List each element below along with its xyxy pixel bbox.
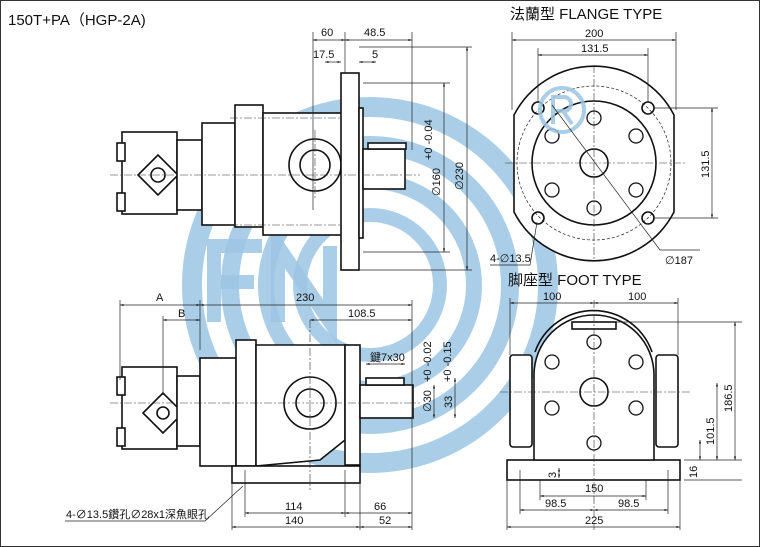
dimension-label: 200 xyxy=(585,28,603,40)
watermark-letter-n xyxy=(271,223,337,345)
foot-type-heading: 脚座型 FOOT TYPE xyxy=(508,272,642,289)
dimension-label: 98.5 xyxy=(618,498,639,510)
flange-dimensions: 200 131.5 131.5 4-∅13.5 ∅187 xyxy=(490,28,718,267)
foot-dimensions: 100 100 186.5 101.5 16 3 150 98.5 98.5 2… xyxy=(506,291,742,530)
dimension-label: 3 xyxy=(547,472,559,478)
dimension-label: 98.5 xyxy=(545,498,566,510)
dimension-label: 52 xyxy=(379,515,391,527)
dimension-label: 186.5 xyxy=(723,384,735,412)
dimension-label: 5 xyxy=(372,49,378,61)
dimension-label: 100 xyxy=(628,291,646,303)
dimension-label: ∅160 xyxy=(431,168,443,196)
dimension-label: ∅230 xyxy=(454,162,466,190)
dimension-label: 48.5 xyxy=(364,27,385,39)
dimension-label: ∅187 xyxy=(665,255,693,267)
dimension-label: 131.5 xyxy=(700,150,712,178)
dimension-label: 108.5 xyxy=(348,308,376,320)
dimension-label: 101.5 xyxy=(705,417,717,445)
side-view-flange xyxy=(110,72,420,271)
dimension-label: 16 xyxy=(688,466,700,478)
dimension-label: 225 xyxy=(585,515,603,527)
side-foot-dimensions: A 230 B 108.5 鍵7x30 ∅30 +0 -0.02 33 +0 -… xyxy=(65,292,457,530)
dimension-label: +0 -0.04 xyxy=(423,119,435,160)
side-view-foot xyxy=(110,320,420,490)
dimension-label: 17.5 xyxy=(313,49,334,61)
dimension-label: 100 xyxy=(543,291,561,303)
dimension-label: +0 -0.02 xyxy=(422,341,434,382)
dimension-label: ∅30 xyxy=(422,390,434,412)
dimension-label: B xyxy=(178,308,185,320)
dimension-label: 131.5 xyxy=(581,43,609,55)
registered-mark xyxy=(538,86,586,134)
dimension-label: 60 xyxy=(321,27,333,39)
watermark-ring xyxy=(182,97,558,473)
dimension-label: 33 xyxy=(443,396,455,408)
mounting-hole-note: 4-∅13.5鑽孔∅28x1深魚眼孔 xyxy=(66,507,209,521)
dimension-label: 230 xyxy=(296,292,314,304)
flange-type-heading: 法蘭型 FLANGE TYPE xyxy=(510,6,662,23)
side-flange-dimensions: 60 48.5 17.5 5 ∅160 +0 -0.04 ∅230 xyxy=(312,27,472,271)
dimension-label: 4-∅13.5 xyxy=(490,253,531,265)
dimension-label: 140 xyxy=(285,515,303,527)
dimension-label: A xyxy=(156,292,164,304)
dimension-label: +0 -0.15 xyxy=(442,341,454,382)
dimension-label: 114 xyxy=(285,501,303,513)
dimension-label: 鍵7x30 xyxy=(370,350,405,364)
page-title: 150T+PA（HGP-2A) xyxy=(8,12,146,29)
watermark-letter-f xyxy=(207,239,262,322)
dimension-label: 150 xyxy=(585,483,603,495)
dimension-label: 66 xyxy=(374,501,386,513)
foot-front-view xyxy=(500,300,690,530)
